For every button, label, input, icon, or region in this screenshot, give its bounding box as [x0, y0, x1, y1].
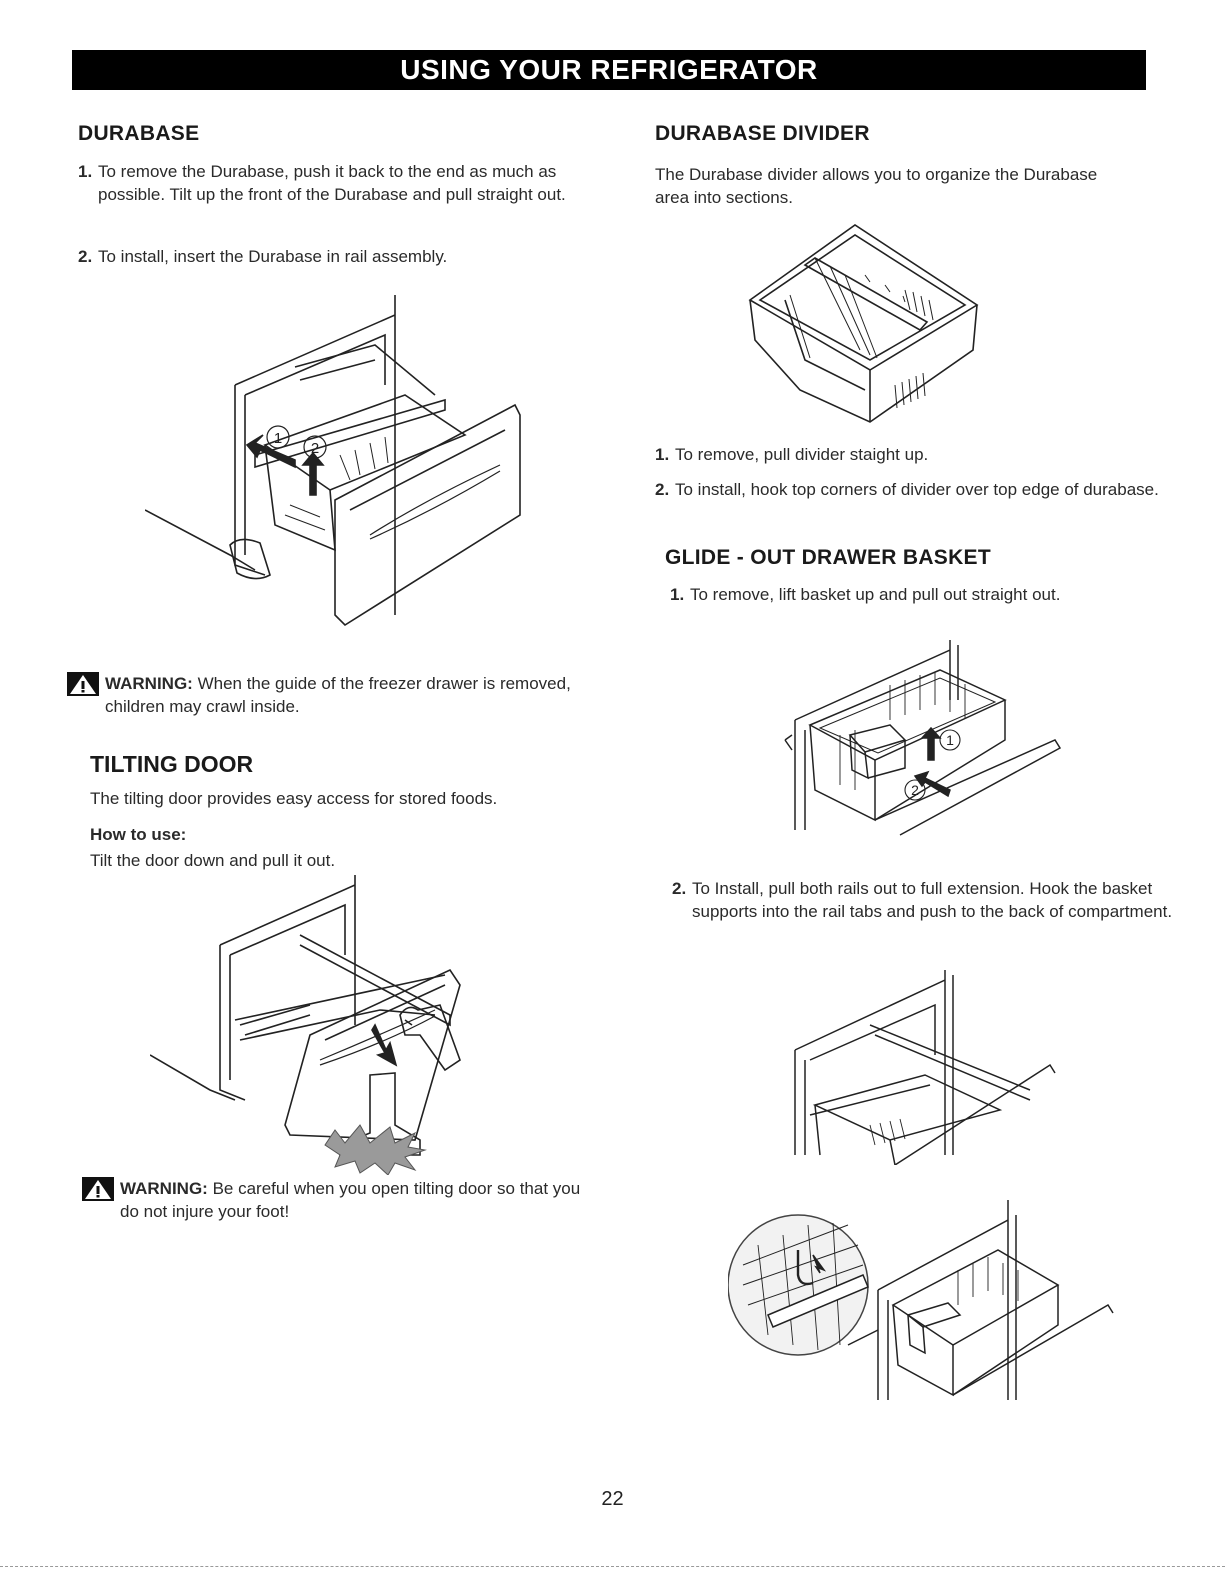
hook-drawing: [728, 1200, 1114, 1400]
callout-2: 2: [911, 782, 919, 798]
step-text: To install, insert the Durabase in rail …: [98, 247, 448, 266]
bottom-divider: [0, 1566, 1225, 1567]
step-text: To Install, pull both rails out to full …: [692, 879, 1173, 921]
step-text: To remove, lift basket up and pull out s…: [690, 585, 1061, 604]
tilting-door-description: The tilting door provides easy access fo…: [90, 789, 498, 808]
durabase-heading: DURABASE: [78, 122, 200, 145]
step-text: To remove, pull divider staight up.: [675, 445, 929, 464]
durabase-removal-illustration: 1 2: [145, 285, 525, 635]
warning-text: Be careful when you open tilting door so…: [120, 1179, 581, 1221]
tilting-door-drawing: [150, 875, 461, 1175]
divider-basket-illustration: [745, 210, 985, 425]
durabase-divider-heading: DURABASE DIVIDER: [655, 122, 870, 145]
tilting-door-illustration: [150, 875, 480, 1175]
step-number: 2.: [655, 480, 670, 499]
durabase-divider-description: The Durabase divider allows you to organ…: [655, 165, 1098, 207]
divider-step-2: 2. To install, hook top corners of divid…: [655, 478, 1175, 501]
glide-out-step-2: 2. To Install, pull both rails out to fu…: [672, 877, 1187, 923]
warning-triangle-icon: [82, 1177, 114, 1201]
section-banner: USING YOUR REFRIGERATOR: [72, 50, 1146, 90]
step-text: To remove the Durabase, push it back to …: [98, 162, 566, 204]
drawer-drawing: 1 2: [145, 295, 521, 627]
step-number: 1.: [655, 445, 670, 464]
glide-out-heading: GLIDE - OUT DRAWER BASKET: [665, 546, 991, 569]
glide-basket-drawing: 1 2: [784, 640, 1062, 836]
rail-extension-illustration: [780, 965, 1070, 1165]
durabase-step-2: 2. To install, insert the Durabase in ra…: [78, 245, 598, 268]
step-number: 2.: [78, 247, 93, 266]
how-to-use-label: How to use:: [90, 825, 187, 844]
warning-label: WARNING:: [120, 1179, 208, 1198]
callout-2: 2: [311, 440, 319, 457]
step-number: 2.: [672, 879, 687, 898]
rail-drawing: [794, 970, 1056, 1165]
basket-drawing: [748, 224, 979, 423]
callout-1: 1: [274, 430, 282, 447]
basket-support-hook-illustration: [728, 1195, 1118, 1405]
divider-step-1: 1. To remove, pull divider staight up.: [655, 443, 1175, 466]
warning-foot: WARNING: Be careful when you open tiltin…: [82, 1177, 602, 1223]
warning-children: WARNING: When the guide of the freezer d…: [67, 672, 587, 718]
glide-out-removal-illustration: 1 2: [780, 640, 1070, 840]
page-number: 22: [601, 1488, 624, 1510]
durabase-step-1: 1. To remove the Durabase, push it back …: [78, 160, 598, 206]
warning-label: WARNING:: [105, 674, 193, 693]
how-to-use-text: Tilt the door down and pull it out.: [90, 851, 336, 870]
warning-triangle-icon: [67, 672, 99, 696]
callout-1: 1: [946, 732, 954, 748]
tilting-door-heading: TILTING DOOR: [90, 751, 254, 777]
step-text: To install, hook top corners of divider …: [675, 480, 1159, 499]
warning-text: When the guide of the freezer drawer is …: [105, 674, 571, 716]
step-number: 1.: [78, 162, 93, 181]
step-number: 1.: [670, 585, 685, 604]
glide-out-step-1: 1. To remove, lift basket up and pull ou…: [670, 583, 1170, 606]
